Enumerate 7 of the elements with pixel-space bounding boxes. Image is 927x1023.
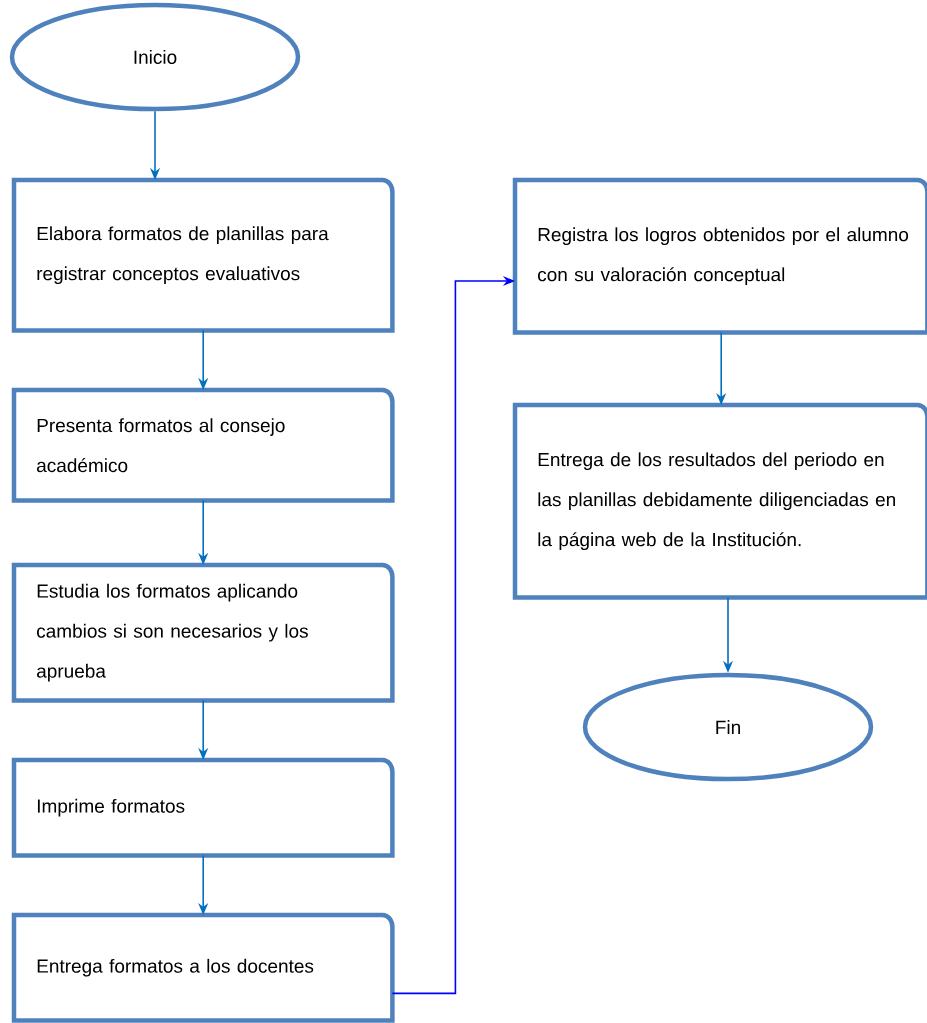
process-box: Presenta formatos al consejo académico	[11, 387, 395, 503]
process-box: Elabora formatos de planillas para registrar conceptos evaluativos	[11, 177, 395, 333]
process-box: Registra los logros obtenidos por el alumno con su valoración conceptual	[512, 177, 927, 335]
process-box: Estudia los formatos aplicando cambios si son necesarios y los aprueba	[11, 562, 395, 703]
process-box: Imprime formatos	[11, 757, 395, 858]
process-box: Entrega formatos a los docentes	[11, 912, 395, 1023]
process-box: Entrega de los resultados del periodo en las planillas debidamente diligenciadas en la página web de la Institución.	[512, 402, 927, 600]
